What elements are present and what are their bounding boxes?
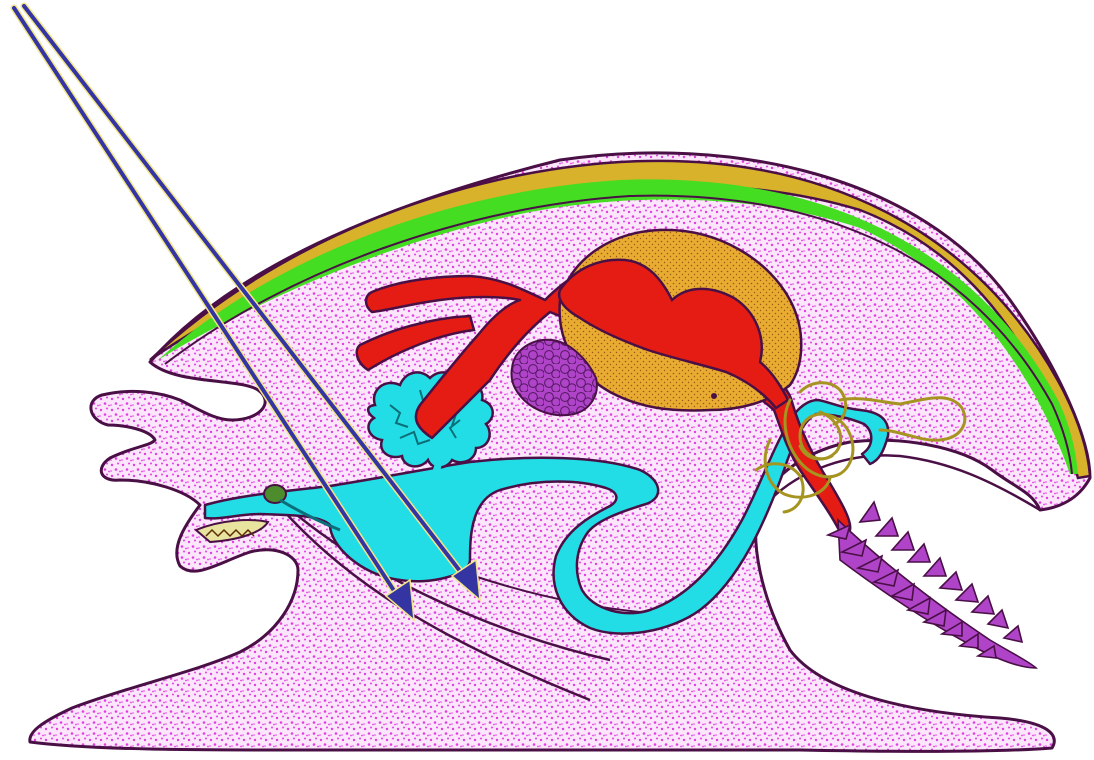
- feather-gill: [828, 502, 1036, 668]
- ostium-dot: [711, 393, 717, 399]
